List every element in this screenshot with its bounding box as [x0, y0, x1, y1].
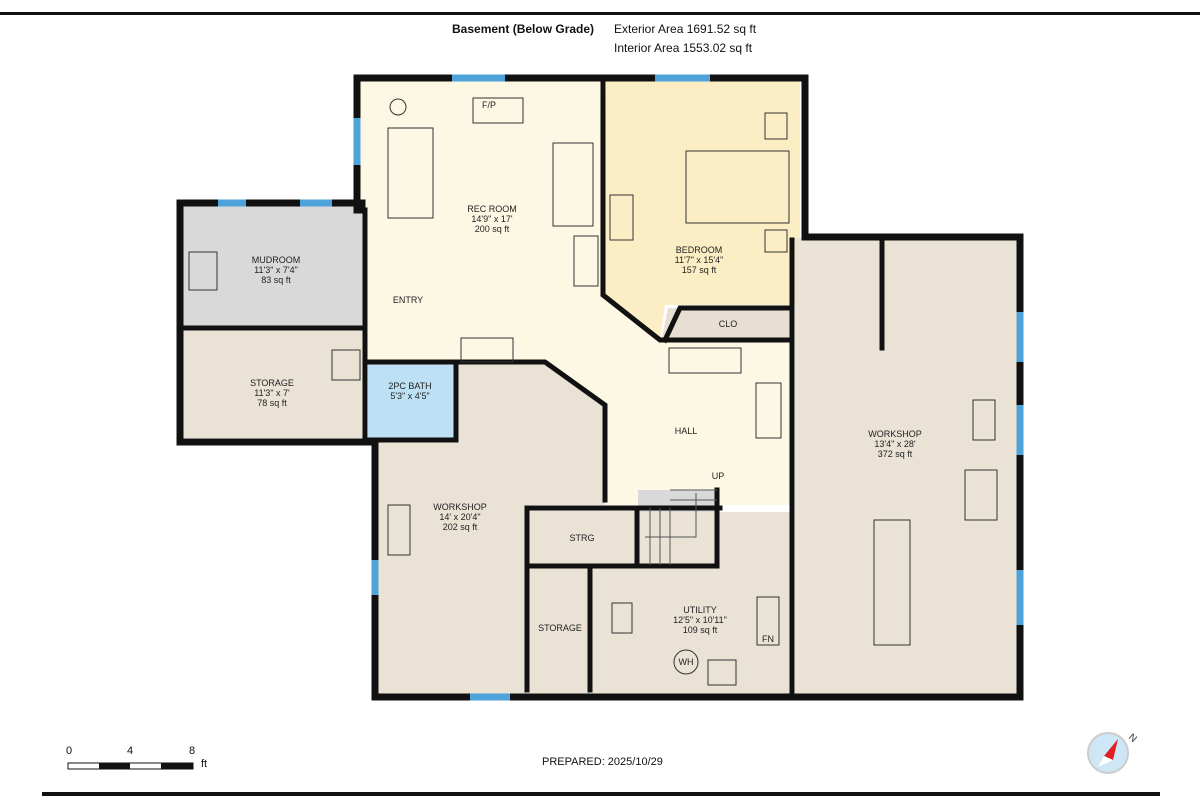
room-name: CLO	[719, 319, 738, 329]
bed	[685, 150, 790, 224]
room-name: 2PC BATH	[388, 381, 431, 391]
room-clo	[662, 308, 790, 338]
furnace	[756, 596, 780, 646]
room-name: WORKSHOP	[868, 429, 922, 439]
room-area: 78 sq ft	[257, 398, 287, 408]
compass-north-label: N	[1126, 732, 1139, 745]
room-area: 83 sq ft	[261, 275, 291, 285]
room-name: STORAGE	[250, 378, 294, 388]
sofa	[387, 127, 434, 219]
table	[668, 347, 742, 374]
room-name: WORKSHOP	[433, 502, 487, 512]
room-name: ENTRY	[393, 295, 423, 305]
scale-unit: ft	[201, 758, 208, 770]
room-area: 200 sq ft	[475, 224, 510, 234]
sink	[188, 251, 218, 291]
scale-tick: 8	[189, 745, 196, 757]
room-name: STRG	[569, 533, 594, 543]
room-dims: 11'3" x 7'4"	[254, 265, 298, 275]
room-dims: 13'4" x 28'	[874, 439, 915, 449]
room-rec-room	[360, 81, 790, 505]
cabinet	[755, 382, 782, 439]
stairs	[645, 489, 717, 565]
scale-bar	[67, 762, 194, 770]
water-heater-label: WH	[679, 657, 694, 667]
interior-area: Interior Area 1553.02 sq ft	[614, 41, 753, 55]
shelf	[387, 504, 411, 556]
stairs-label: UP	[712, 471, 725, 481]
water-heater	[673, 649, 699, 675]
room-storage-south	[529, 567, 590, 695]
room-bedroom	[603, 81, 800, 340]
room-area: 372 sq ft	[878, 449, 913, 459]
room-name: STORAGE	[538, 623, 582, 633]
room-dims: 14' x 20'4"	[439, 512, 480, 522]
room-storage-west	[182, 330, 365, 438]
shelf	[972, 399, 996, 441]
room-dims: 11'3" x 7'	[254, 388, 290, 398]
nightstand	[764, 112, 788, 140]
scale-tick: 4	[127, 745, 134, 757]
header-rule	[0, 12, 1200, 15]
shelf	[964, 469, 998, 521]
exterior-wall	[176, 74, 1024, 701]
compass-icon: N	[1087, 732, 1139, 774]
cabinet	[460, 337, 514, 363]
room-workshop-center	[377, 364, 605, 695]
room-bath	[368, 364, 454, 439]
room-name: UTILITY	[683, 605, 717, 615]
room-dims: 11'7" x 15'4"	[675, 255, 724, 265]
shelf	[611, 602, 633, 634]
nightstand	[764, 229, 788, 253]
workbench	[873, 519, 911, 646]
lamp	[389, 98, 407, 116]
room-mudroom	[182, 206, 365, 328]
room-name: HALL	[675, 426, 698, 436]
level-label: Basement (Below Grade)	[452, 22, 595, 36]
room-area: 202 sq ft	[443, 522, 478, 532]
laundry-sink	[707, 659, 737, 686]
exterior-area: Exterior Area 1691.52 sq ft	[614, 22, 757, 36]
room-area: 157 sq ft	[682, 265, 717, 275]
prepared-date: PREPARED: 2025/10/29	[542, 756, 663, 768]
shelf	[331, 349, 361, 381]
interior-wall	[600, 75, 793, 343]
room-name: REC ROOM	[467, 204, 517, 214]
room-workshop-east	[795, 238, 1020, 695]
fireplace-label: F/P	[482, 100, 496, 110]
interior-wall	[661, 305, 793, 344]
room-dims: 14'9" x 17'	[471, 214, 512, 224]
desk	[609, 194, 634, 241]
cabinet	[573, 235, 599, 287]
footer-rule	[42, 792, 1160, 796]
room-area: 109 sq ft	[683, 625, 718, 635]
sofa	[552, 142, 594, 227]
fireplace	[472, 97, 524, 124]
scale-tick: 0	[66, 745, 73, 757]
room-name: MUDROOM	[252, 255, 301, 265]
room-name: BEDROOM	[676, 245, 723, 255]
room-dims: 12'5" x 10'11"	[673, 615, 727, 625]
room-dims: 5'3" x 4'5"	[390, 391, 429, 401]
furnace-label: FN	[762, 634, 774, 644]
